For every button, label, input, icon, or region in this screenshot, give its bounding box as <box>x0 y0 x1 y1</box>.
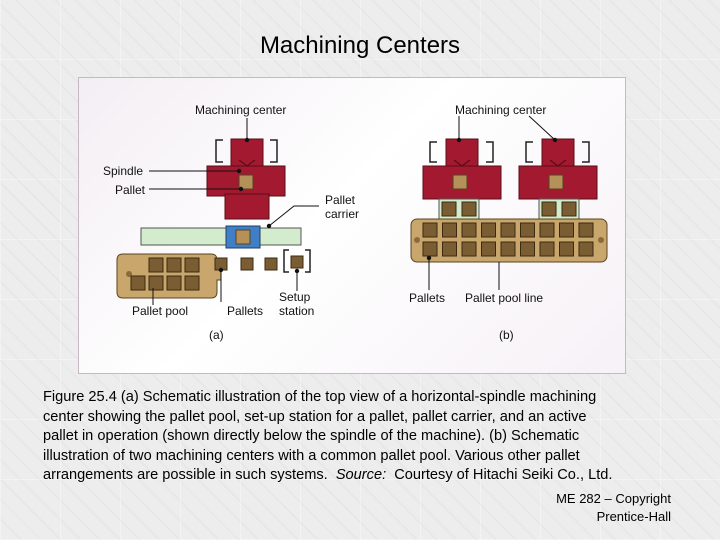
pallet <box>559 222 574 238</box>
pallet <box>442 241 457 257</box>
label-setup-2: station <box>279 304 314 318</box>
label-pallet-carrier-1: Pallet <box>325 193 356 207</box>
pallet <box>578 222 594 238</box>
label-machining-center-b: Machining center <box>455 103 546 117</box>
setup-station <box>283 249 311 273</box>
pallet <box>559 241 574 257</box>
caption-line: pallet in operation (shown directly belo… <box>43 428 580 444</box>
pallet <box>578 241 594 257</box>
label-pallet-carrier-2: carrier <box>325 207 359 221</box>
panel-letter-b: (b) <box>499 328 514 342</box>
label-pallet: Pallet <box>115 183 146 197</box>
figure-panel: Machining center Spindle Pallet Pallet c… <box>78 77 626 374</box>
caption-source: Source: <box>335 467 387 483</box>
pallet <box>441 201 457 217</box>
caption-text: arrangements are possible in such system… <box>43 467 336 483</box>
copyright-line: ME 282 – Copyright <box>556 491 671 506</box>
machining-center-diagram: Machining center Spindle Pallet Pallet c… <box>103 103 608 342</box>
machining-center-b2 <box>518 138 598 200</box>
pallet <box>461 201 477 217</box>
pallet-pool-line <box>410 218 608 263</box>
pallet <box>539 241 555 257</box>
caption-line: illustration of two machining centers wi… <box>43 447 580 464</box>
pallet <box>539 222 555 238</box>
label-pallet-pool: Pallet pool <box>132 304 188 318</box>
label-spindle: Spindle <box>103 164 143 178</box>
pallet <box>461 241 477 257</box>
pallet <box>481 241 496 257</box>
label-pallets-b: Pallets <box>409 291 445 305</box>
pallet-carrier <box>225 225 261 249</box>
pallet <box>500 241 516 257</box>
label-pallets-a: Pallets <box>227 304 263 318</box>
panel-letter-a: (a) <box>209 328 224 342</box>
pool-line-pallets <box>422 222 594 257</box>
pallet <box>481 222 496 238</box>
machining-center-b1 <box>422 138 502 200</box>
caption-line: center showing the pallet pool, set-up s… <box>43 408 587 425</box>
label-machining-center-a: Machining center <box>195 103 286 117</box>
pallet <box>541 201 557 217</box>
pallet <box>520 222 535 238</box>
pallet-rail <box>140 227 302 246</box>
copyright-footer: ME 282 – Copyright Prentice-Hall <box>556 490 671 526</box>
pallet <box>264 257 278 271</box>
slide-title: Machining Centers <box>259 32 461 59</box>
copyright-line: Prentice-Hall <box>596 509 671 524</box>
pallet <box>561 201 577 217</box>
pallet <box>520 241 535 257</box>
caption-line: arrangements are possible in such system… <box>43 466 683 486</box>
figure-caption: Figure 25.4 (a) Schematic illustration o… <box>43 388 683 486</box>
pallet <box>442 222 457 238</box>
pallet <box>422 222 438 238</box>
pallet <box>500 222 516 238</box>
label-setup-1: Setup <box>279 290 311 304</box>
caption-line: Figure 25.4 (a) Schematic illustration o… <box>43 389 597 405</box>
pallet-pool <box>116 253 222 299</box>
pallet <box>461 222 477 238</box>
pallet <box>240 257 254 271</box>
caption-text: Courtesy of Hitachi Seiki Co., Ltd. <box>386 467 613 483</box>
active-pallet <box>238 174 254 190</box>
label-pallet-pool-line: Pallet pool line <box>465 291 543 305</box>
pallet <box>214 257 228 271</box>
pallet <box>422 241 438 257</box>
